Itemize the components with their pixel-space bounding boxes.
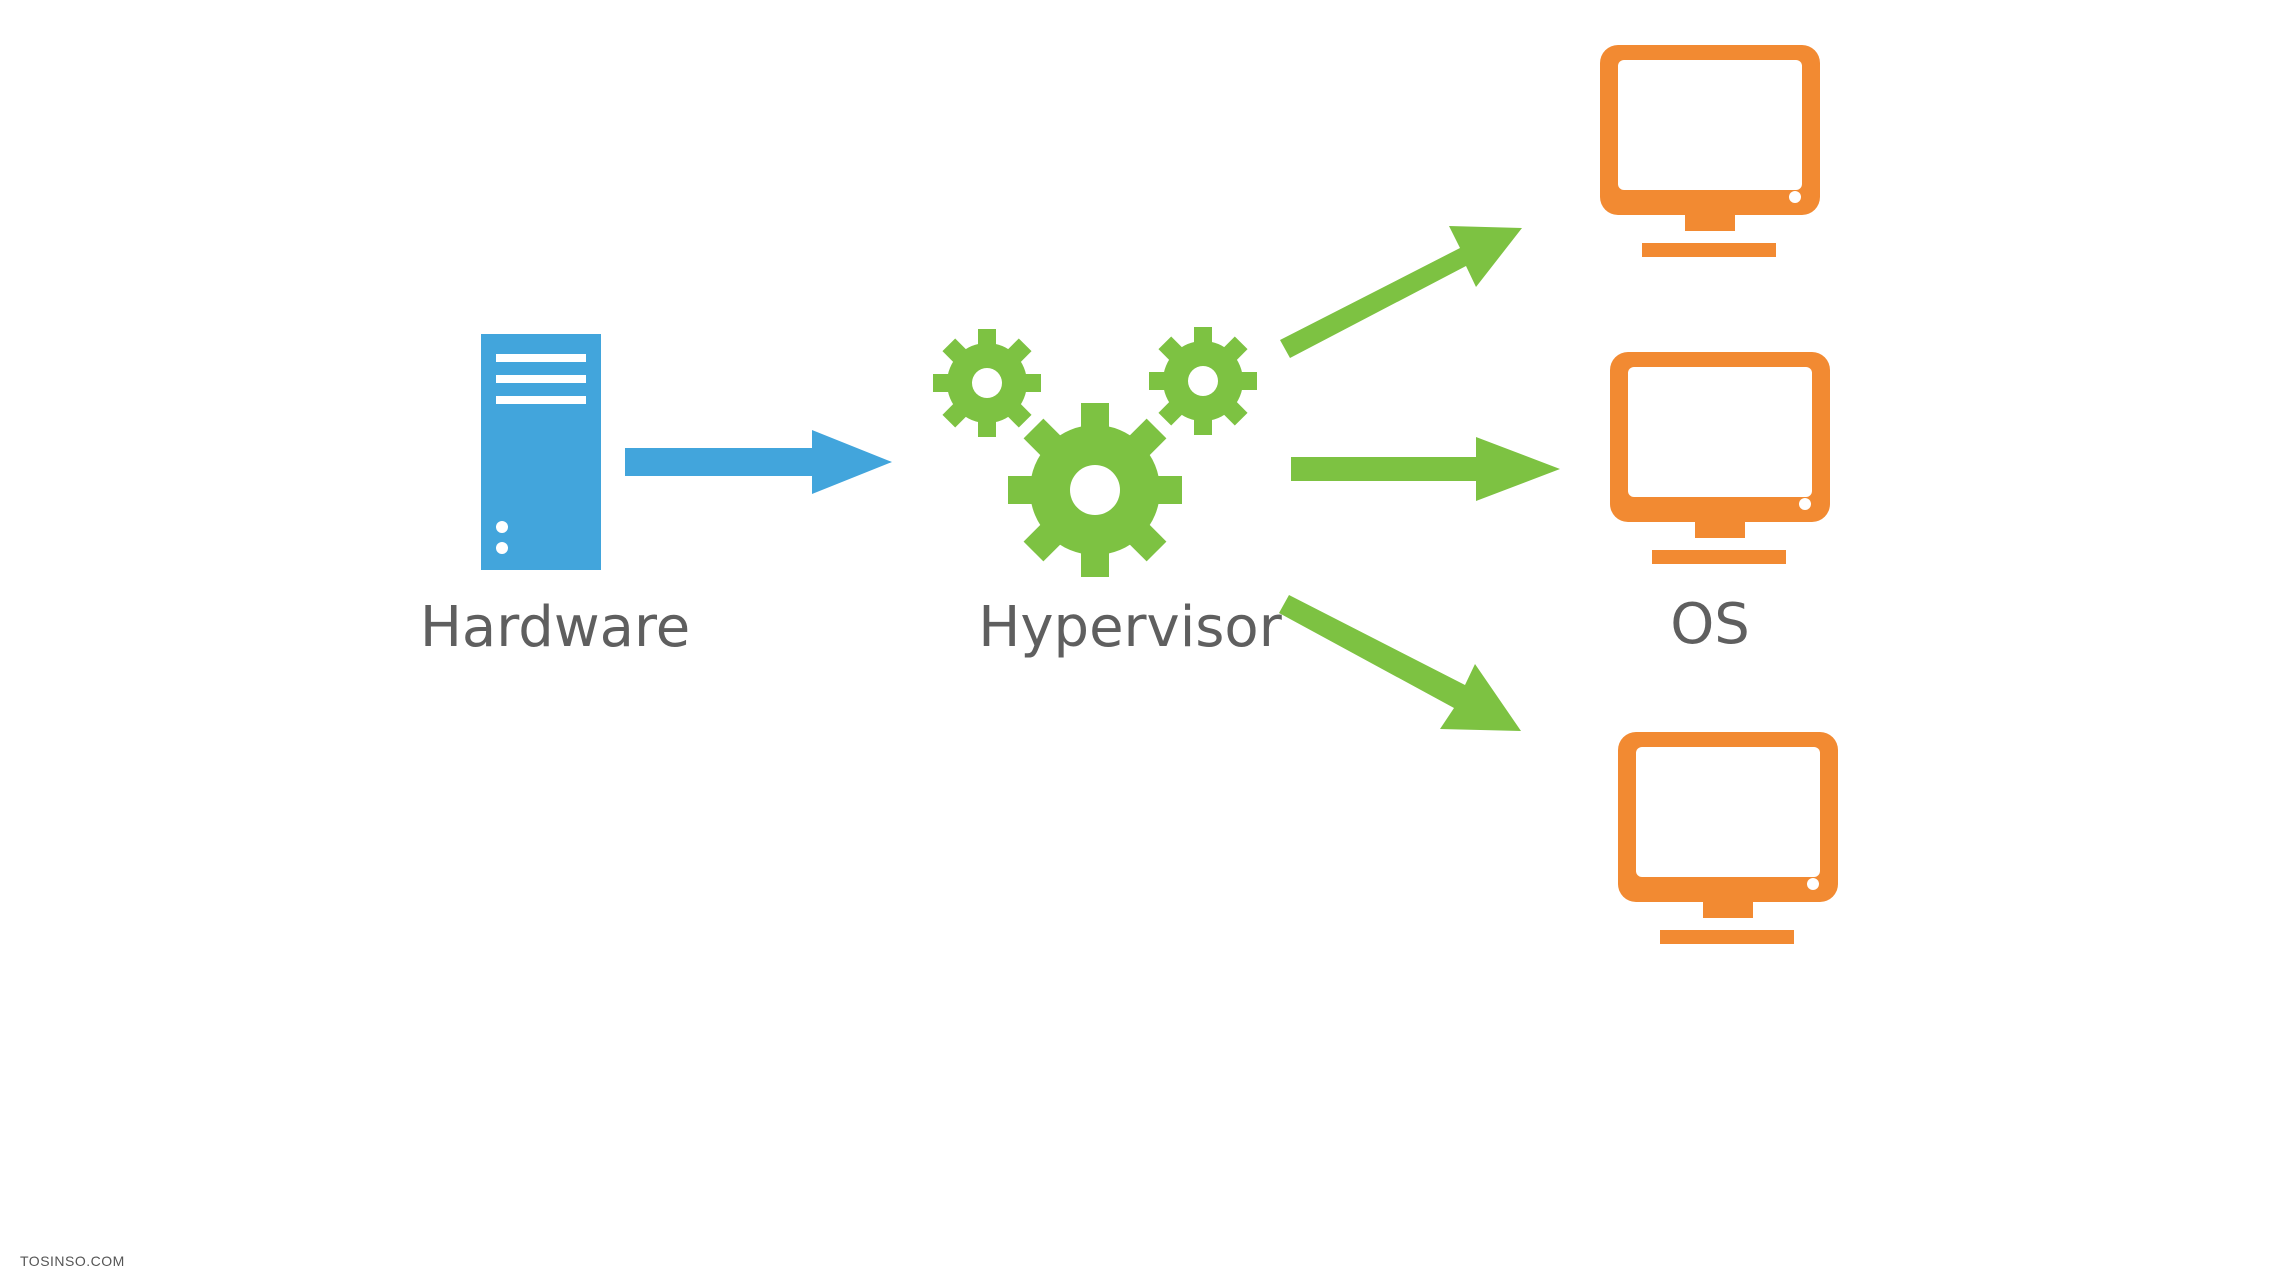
arrow-hypervisor-to-os-top [1280,226,1522,358]
gear-small-left-icon [933,329,1041,437]
watermark: TOSINSO.COM [20,1253,125,1269]
monitor-icon-top [1600,45,1820,257]
hypervisor-label: Hypervisor [978,595,1282,660]
hardware-label: Hardware [419,595,691,660]
gear-small-right-icon [1149,327,1257,435]
gears-icon [933,327,1257,577]
server-icon [481,334,601,570]
gear-large-icon [1008,403,1182,577]
os-label: OS [1670,592,1750,657]
monitor-icon-bottom [1618,732,1838,944]
arrow-hypervisor-to-os-bottom [1279,595,1521,731]
arrow-hypervisor-to-os-middle [1291,437,1560,501]
monitor-icon-middle [1610,352,1830,564]
arrow-hardware-to-hypervisor [625,430,892,494]
